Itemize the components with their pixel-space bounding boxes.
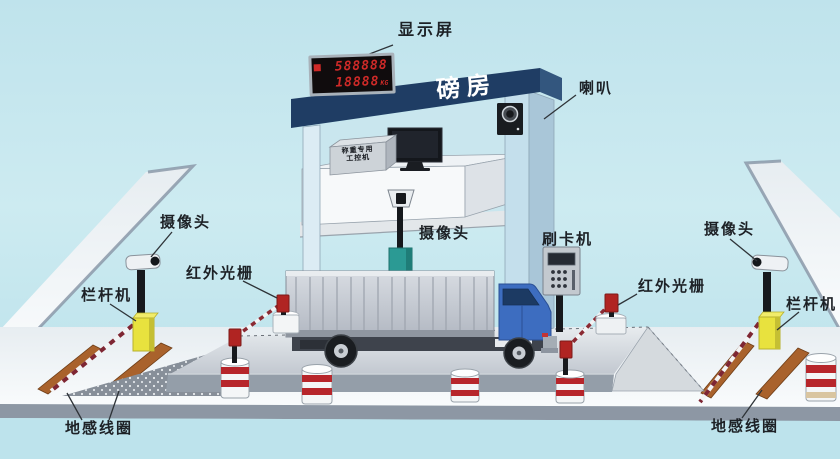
booth-floor [299, 209, 536, 238]
label-ground-coil-right: 地感线圈 [711, 418, 780, 435]
booth-roof [291, 68, 562, 128]
barrier-arm [698, 321, 761, 404]
camera-pole [137, 270, 145, 320]
road-left-diagonal [0, 163, 198, 371]
foreground [0, 418, 840, 459]
label-weigh-house: 磅房 [435, 70, 498, 105]
traffic-drum [450, 368, 480, 403]
weight-indicator-icon [313, 63, 321, 71]
curb-strip [0, 404, 840, 421]
label-camera-left: 摄像头 [160, 214, 212, 231]
truck-grille [543, 336, 557, 350]
led-unit: KG [380, 78, 389, 88]
weigh-house [291, 68, 562, 336]
label-card-reader: 刷卡机 [542, 231, 594, 248]
label-display-screen: 显示屏 [398, 22, 456, 39]
traffic-drum [805, 353, 837, 402]
camera-barrier-left [49, 253, 161, 393]
truck-cab [498, 283, 558, 353]
center-camera [387, 189, 415, 274]
truck [285, 270, 558, 369]
label-camera-right: 摄像头 [704, 221, 756, 238]
barrier-gate-machine [132, 312, 159, 352]
monitor [387, 127, 443, 171]
camera-pole [763, 272, 771, 318]
traffic-drums [301, 353, 837, 405]
truck-container [285, 270, 495, 338]
infrared-grating-right [555, 293, 627, 404]
infrared-post [595, 293, 627, 335]
label-speaker: 喇叭 [579, 80, 614, 97]
led-line1: 588888 [334, 57, 388, 75]
label-barrier-left: 栏杆机 [81, 287, 133, 304]
infrared-grating-left [220, 294, 300, 399]
truck-wheels [324, 334, 535, 369]
camera-barrier-right [698, 254, 789, 404]
card-slot [572, 270, 575, 290]
label-camera-center: 摄像头 [419, 225, 471, 242]
card-reader-keypad [551, 270, 567, 288]
traffic-drum [301, 364, 333, 405]
infrared-beam [564, 301, 613, 351]
barrier-arm [49, 323, 135, 393]
infrared-post [555, 340, 585, 404]
cctv-camera-icon [125, 253, 161, 271]
camera-pole [397, 207, 403, 248]
led-display: 588888 18888 KG [308, 52, 396, 97]
led-line2: 18888 [335, 73, 380, 91]
industrial-pc [328, 134, 398, 176]
infrared-post [272, 294, 300, 334]
speaker [497, 103, 523, 135]
led-row-kg: 18888 KG [312, 73, 393, 92]
card-reader-screen [547, 252, 576, 266]
infrared-post [220, 328, 250, 399]
card-reader-pole [556, 292, 563, 332]
barrier-gate-machine [758, 311, 785, 350]
road-right-diagonal [743, 159, 840, 331]
label-ground-coil-left: 地感线圈 [65, 420, 134, 437]
cctv-camera-icon [751, 254, 789, 272]
ground-coil-strip [755, 347, 810, 400]
cab-window [502, 288, 540, 306]
leader-lines [66, 44, 800, 421]
marker-light [542, 333, 548, 337]
label-barrier-right: 栏杆机 [786, 296, 838, 313]
infrared-beam [233, 301, 284, 339]
label-infrared-right: 红外光栅 [638, 278, 707, 295]
platform-fascia [166, 374, 614, 392]
card-reader [542, 246, 581, 332]
label-infrared-left: 红外光栅 [186, 265, 255, 282]
